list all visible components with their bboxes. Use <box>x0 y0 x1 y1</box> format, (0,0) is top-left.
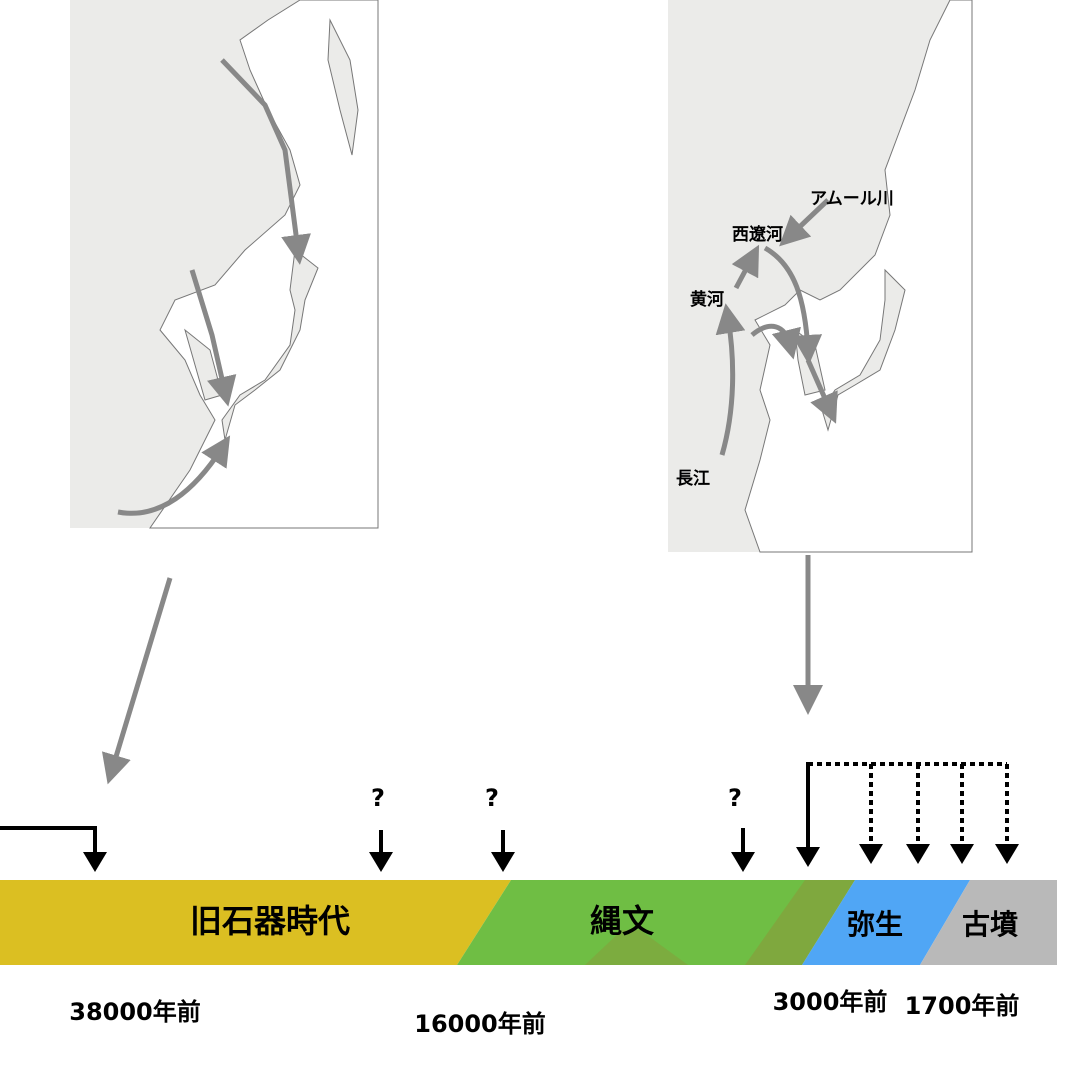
period-jomon <box>457 880 855 965</box>
question-mark-2: ? <box>485 784 499 812</box>
map-left <box>70 0 379 529</box>
japan-right <box>821 268 906 432</box>
date-3000: 3000年前 <box>773 988 888 1016</box>
date-1700: 1700年前 <box>905 992 1020 1020</box>
arrow-yellow-river <box>731 244 760 290</box>
label-yayoi: 弥生 <box>847 908 903 941</box>
map-right: アムール川 西遼河 黄河 長江 <box>668 0 973 553</box>
period-paleolithic <box>0 880 511 965</box>
arrow-liao <box>763 245 823 365</box>
period-kofun <box>920 880 1057 965</box>
label-yangtze: 長江 <box>676 469 710 489</box>
label-yellow-river: 黄河 <box>690 289 724 310</box>
label-paleolithic: 旧石器時代 <box>190 902 350 940</box>
timeline: 旧石器時代 縄文 弥生 古墳 <box>0 880 1057 965</box>
migration-arrow-north <box>220 58 311 265</box>
label-kofun: 古墳 <box>962 908 1018 941</box>
arrow-to-japan <box>805 358 838 424</box>
label-jomon: 縄文 <box>590 902 654 940</box>
arrow-shandong <box>750 323 801 360</box>
connector-arrow-left <box>101 577 173 785</box>
arrow-38000 <box>0 826 107 872</box>
arrow-yangtze <box>715 303 746 456</box>
question-mark-1: ? <box>371 784 385 812</box>
label-liao: 西遼河 <box>732 224 783 245</box>
sakhalin-left <box>327 18 359 156</box>
jomon-hatch <box>585 930 688 965</box>
label-amur: アムール川 <box>810 189 894 209</box>
period-yayoi <box>802 880 970 965</box>
timeline-arrows <box>0 762 1019 872</box>
transition-hatch <box>745 880 855 965</box>
migration-arrow-korea <box>189 269 237 407</box>
migration-arrow-south <box>117 435 231 516</box>
date-16000: 16000年前 <box>414 1010 546 1038</box>
question-mark-3: ? <box>728 784 742 812</box>
arrow-amur <box>779 198 830 247</box>
date-38000: 38000年前 <box>69 998 201 1026</box>
